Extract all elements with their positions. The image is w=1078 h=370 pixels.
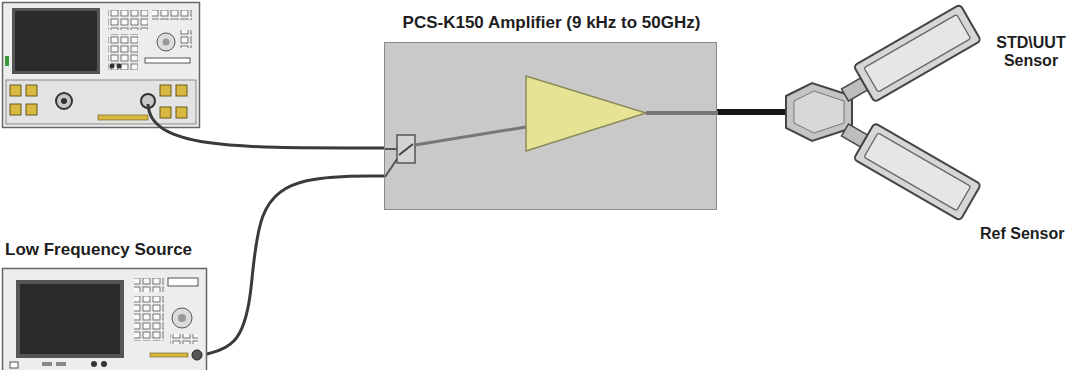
node-label: Low Frequency Source (5, 240, 192, 260)
analyzer-cable (148, 104, 384, 148)
analyzer-front-panel (6, 80, 196, 124)
amplifier-box: PCS-K150 Amplifier (9 kHz to 50GHz) (384, 42, 717, 210)
signal-source-drawing (2, 268, 207, 370)
power-sensor-drawing (830, 125, 990, 225)
amplifier-box-drawing (385, 43, 718, 211)
cable (207, 176, 384, 354)
analyzer-body (3, 3, 200, 128)
power-sensor: STD\UUT Sensor (830, 0, 990, 100)
signal-source: Low Frequency Source (2, 268, 207, 370)
node-label: STD\UUT Sensor (992, 34, 1070, 71)
node-label: PCS-K150 Amplifier (9 kHz to 50GHz) (403, 13, 701, 33)
node-label: Ref Sensor (980, 225, 1064, 243)
power-sensor-drawing (830, 0, 990, 100)
power-sensor: Ref Sensor (830, 125, 990, 225)
